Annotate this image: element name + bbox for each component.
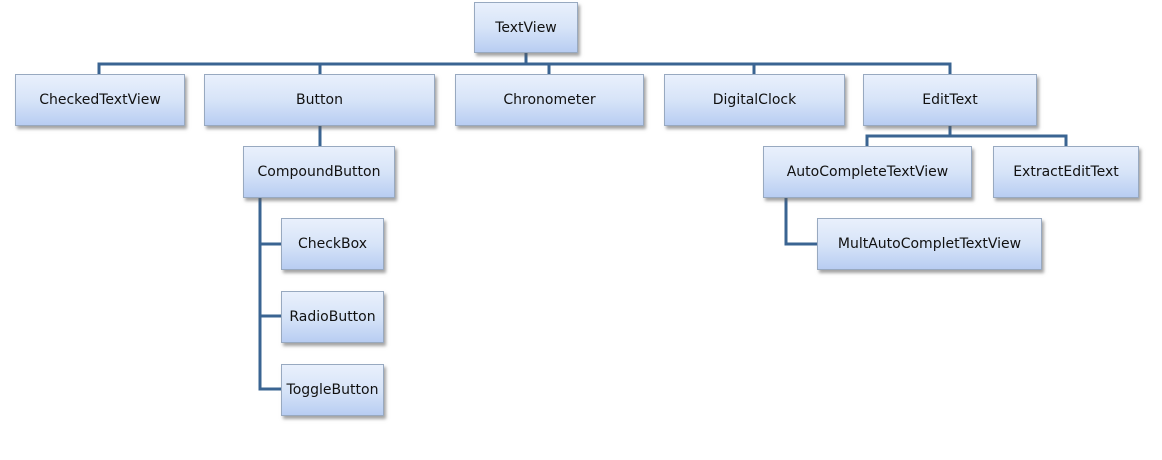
node-digitalclock-label: DigitalClock xyxy=(712,92,797,108)
node-checkedtextview: CheckedTextView xyxy=(15,74,185,126)
node-multiautocompletetextview: MultAutoCompletTextView xyxy=(817,218,1042,270)
node-multiautocompletetextview-label: MultAutoCompletTextView xyxy=(837,236,1022,252)
node-button-label: Button xyxy=(296,92,343,108)
node-radiobutton-label: RadioButton xyxy=(289,309,376,325)
node-extractedittext: ExtractEditText xyxy=(993,146,1139,198)
node-chronometer: Chronometer xyxy=(455,74,644,126)
node-autocompletetextview-label: AutoCompleteTextView xyxy=(786,164,949,180)
node-togglebutton-label: ToggleButton xyxy=(286,382,379,398)
node-digitalclock: DigitalClock xyxy=(664,74,845,126)
node-edittext: EditText xyxy=(863,74,1037,126)
node-checkedtextview-label: CheckedTextView xyxy=(39,92,161,108)
node-radiobutton: RadioButton xyxy=(281,291,384,343)
node-autocompletetextview: AutoCompleteTextView xyxy=(763,146,972,198)
node-textview: TextView xyxy=(474,2,578,53)
node-extractedittext-label: ExtractEditText xyxy=(1013,164,1119,180)
node-checkbox: CheckBox xyxy=(281,218,384,270)
node-textview-label: TextView xyxy=(495,19,557,36)
node-checkbox-label: CheckBox xyxy=(297,236,368,252)
node-edittext-label: EditText xyxy=(922,92,978,108)
node-compoundbutton: CompoundButton xyxy=(243,146,395,198)
node-chronometer-label: Chronometer xyxy=(503,92,596,108)
node-compoundbutton-label: CompoundButton xyxy=(257,164,381,180)
node-togglebutton: ToggleButton xyxy=(281,364,384,416)
node-button: Button xyxy=(204,74,435,126)
